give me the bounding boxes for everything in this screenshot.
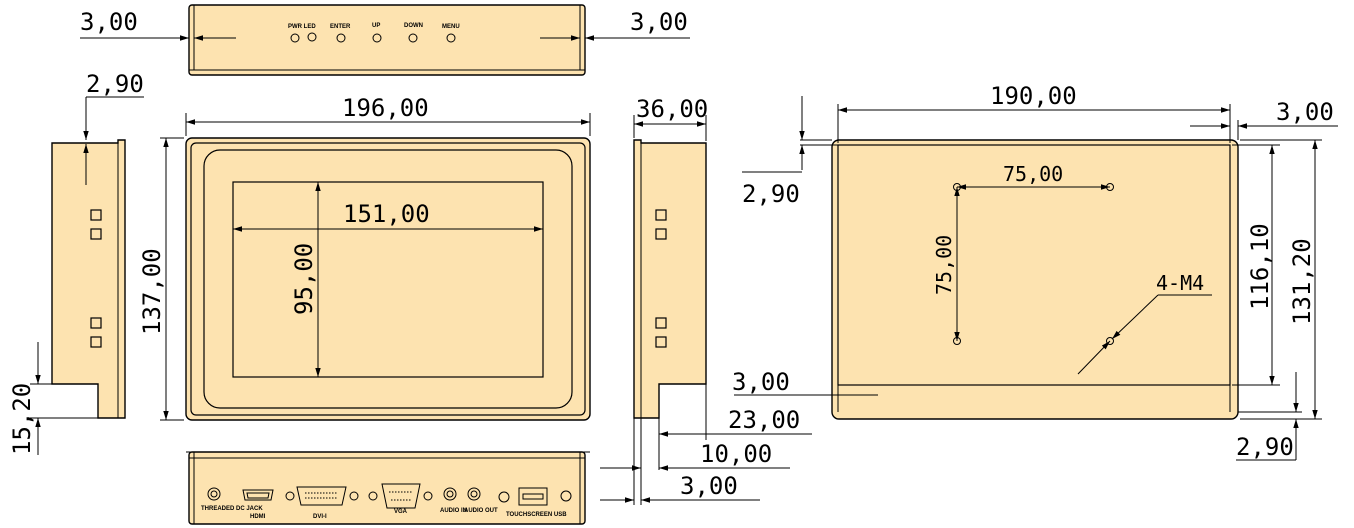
dim-back-margin-top: 2,90 (742, 180, 800, 208)
bottom-view: THREADED DC JACK HDMI DVI-I VGA AUDIO IN… (186, 451, 590, 525)
dim-screen-height: 95,00 (290, 243, 318, 315)
dim-d1: 23,00 (728, 406, 800, 434)
top-view-body (188, 4, 586, 76)
enter-button-hole (336, 33, 346, 43)
dim-vesa-v: 75,00 (932, 235, 956, 295)
menu-button-hole (446, 33, 456, 43)
dim-left-bottom: 15,20 (8, 383, 36, 455)
label-hdmi: HDMI (250, 514, 266, 520)
right-side-body (633, 139, 707, 419)
dim-top-right: 3,00 (630, 8, 688, 36)
front-bezel (185, 137, 591, 421)
label-up: UP (372, 23, 380, 29)
dim-back-margin-right: 3,00 (1276, 98, 1334, 126)
label-vga: VGA (394, 509, 408, 515)
pwr-led-indicator-2 (307, 32, 317, 42)
label-down: DOWN (404, 23, 423, 29)
label-threaded-dc-jack: THREADED DC JACK (201, 506, 263, 512)
screw-label: 4-M4 (1156, 271, 1204, 295)
up-button-hole (372, 33, 382, 43)
active-screen-area (232, 181, 544, 378)
dim-back-margin-bottom-left: 3,00 (732, 368, 790, 396)
left-side-body (51, 139, 126, 419)
pwr-led-indicator (290, 33, 300, 43)
dim-vesa-h: 75,00 (1003, 162, 1063, 186)
front-view: 196,00 137,00 151,00 95,00 (138, 94, 591, 421)
right-side-view: 36,00 23,00 10,00 3,00 (600, 95, 812, 505)
top-view: PWR LED ENTER UP DOWN MENU 3,00 3,00 (80, 4, 690, 76)
dim-d2: 10,00 (700, 440, 772, 468)
down-button-hole (408, 33, 418, 43)
dim-screen-width: 151,00 (343, 200, 430, 228)
dim-back-margin-bottom-right: 2,90 (1236, 433, 1294, 461)
label-enter: ENTER (330, 24, 351, 30)
label-audio-out: AUDIO OUT (464, 508, 498, 514)
dim-depth: 36,00 (636, 95, 708, 123)
dim-back-inner-height: 116,10 (1246, 223, 1274, 310)
dim-back-outer-height: 131,20 (1288, 238, 1316, 325)
label-audio-in: AUDIO IN (440, 508, 467, 514)
dim-front-width: 196,00 (342, 94, 429, 122)
label-menu: MENU (442, 24, 460, 30)
label-dvi: DVI-I (313, 514, 327, 520)
dim-top-left: 3,00 (80, 8, 138, 36)
back-view: 75,00 75,00 4-M4 190,00 3,00 2,90 116,10 (732, 82, 1338, 461)
left-side-view: 2,90 15,20 (8, 70, 144, 455)
dim-back-width: 190,00 (990, 82, 1077, 110)
dim-front-height: 137,00 (138, 248, 166, 335)
front-window (203, 149, 573, 409)
dim-left-top: 2,90 (86, 70, 144, 98)
label-touchscreen-usb: TOUCHSCREEN USB (506, 512, 567, 518)
dim-d3: 3,00 (680, 472, 738, 500)
label-pwr-led: PWR LED (288, 24, 316, 30)
back-panel (831, 139, 1239, 420)
